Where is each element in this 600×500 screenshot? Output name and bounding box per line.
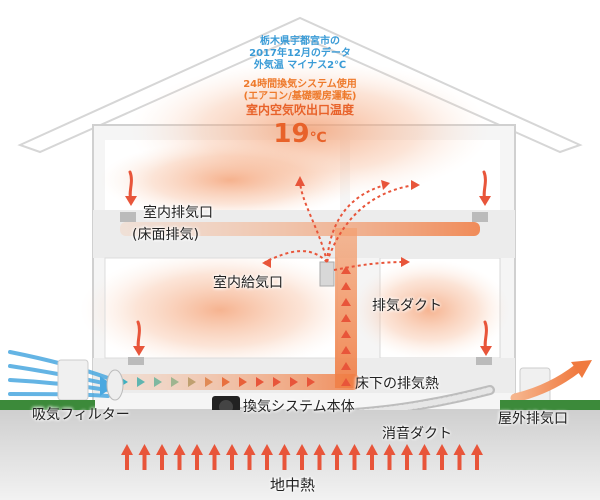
warm-glow-lower: [80, 250, 360, 370]
info-outlet-temp: 19℃: [233, 118, 367, 149]
exhaust-grille-right: [472, 212, 488, 222]
ground-heat-arrow-shaft: [300, 454, 304, 470]
label-exhaust-duct: 排気ダクト: [372, 298, 442, 314]
ground-heat-arrow-head: [226, 444, 238, 455]
label-silencer-duct: 消音ダクト: [382, 426, 452, 442]
house-roof: [17, 16, 583, 154]
ground-heat-arrow-head: [138, 444, 151, 455]
outdoor-exhaust-arrow: [510, 363, 583, 403]
label-underfloor-heat: 床下の排気熱: [355, 376, 439, 392]
label-intake-filter: 吸気フィルター: [32, 407, 130, 423]
upper-duct: [120, 222, 480, 236]
ground-heat-arrow-shaft: [160, 454, 164, 470]
ground-heat-arrow-shaft: [440, 454, 444, 470]
ground-heat-arrow-head: [191, 444, 203, 455]
label-floor-exhaust: (床面排気): [132, 227, 199, 243]
ground-heat-arrow-shaft: [142, 454, 147, 470]
outdoor-exhaust-box-left: [57, 359, 89, 401]
ground-heat-arrows: [121, 444, 483, 470]
underfloor-flow-markers: [120, 377, 315, 387]
label-ground-heat: 地中熱: [270, 476, 316, 494]
ground-heat-arrow-shaft: [352, 454, 357, 470]
supply-airflow-arrows: [264, 179, 416, 271]
ground-heat-arrow-shaft: [370, 454, 374, 470]
ground-heat-arrow-head: [261, 444, 273, 455]
grass-right: [500, 400, 600, 410]
ground-heat-arrow-head: [156, 444, 168, 455]
temp-value: 19: [273, 118, 310, 149]
label-outdoor-exhaust: 屋外排気口: [498, 411, 568, 427]
outdoor-exhaust-arrowhead: [571, 360, 592, 378]
ground-heat-arrow-shaft: [125, 454, 129, 470]
ground-heat-arrow-shaft: [335, 454, 339, 470]
ground-heat-arrow-head: [243, 444, 256, 455]
label-indoor-supply: 室内給気口: [213, 275, 283, 291]
temp-unit: ℃: [309, 129, 327, 146]
warm-glow-right: [350, 260, 510, 360]
ground-heat-arrow-shaft: [195, 454, 199, 470]
indoor-supply-outlet: [319, 261, 335, 287]
ground-heat-arrow-shaft: [247, 454, 252, 470]
ground-heat-arrow-head: [471, 444, 483, 455]
ground-heat-arrow-head: [173, 444, 186, 455]
ground-heat-arrow-head: [208, 444, 221, 455]
ground-heat-arrow-shaft: [265, 454, 269, 470]
ground-heat-arrow-head: [418, 444, 431, 455]
supply-arrow-heads: [262, 176, 420, 268]
ground-heat-arrow-shaft: [282, 454, 287, 470]
ground-heat-arrow-shaft: [457, 454, 462, 470]
ground-heat-arrow-shaft: [475, 454, 479, 470]
underfloor-duct: [105, 374, 360, 390]
exhaust-grille-left: [120, 212, 136, 222]
intake-filter: [106, 369, 124, 401]
ground-heat-arrow-head: [366, 444, 378, 455]
ground-heat-arrow-shaft: [230, 454, 234, 470]
info-outlet-label: 室内空気吹出口温度: [245, 102, 354, 117]
ground-heat-arrow-head: [348, 444, 361, 455]
ground-heat-arrow-shaft: [177, 454, 182, 470]
info-date: 2017年12月のデータ: [249, 48, 351, 60]
ground-heat-arrow-head: [296, 444, 308, 455]
info-operation: (エアコン/基礎暖房運転): [243, 90, 357, 102]
exhaust-grille-lower-right: [476, 357, 492, 365]
ground-heat-arrow-head: [278, 444, 291, 455]
info-system: 24時間換気システム使用: [243, 78, 357, 90]
ground-heat-arrow-shaft: [387, 454, 392, 470]
ground-heat-arrow-head: [436, 444, 448, 455]
ground-heat-arrow-head: [331, 444, 343, 455]
ground-heat-arrow-shaft: [212, 454, 217, 470]
label-indoor-exhaust: 室内排気口: [143, 205, 213, 221]
exhaust-grille-lower-left: [128, 357, 144, 365]
ground-heat-arrow-head: [453, 444, 466, 455]
exhaust-intake-arrow-heads: [125, 196, 492, 356]
ground-heat-arrow-shaft: [317, 454, 322, 470]
climate-info: 栃木県宇都宮市の 2017年12月のデータ 外気温 マイナス2℃ 24時間換気シ…: [233, 36, 367, 148]
duct-upflow-markers: [341, 266, 351, 386]
info-outdoor-temp: 外気温 マイナス2℃: [253, 60, 347, 72]
ground-heat-arrow-head: [313, 444, 326, 455]
info-location: 栃木県宇都宮市の: [260, 36, 340, 47]
house: [17, 16, 583, 411]
ground-heat-arrow-head: [383, 444, 396, 455]
ground-heat-arrow-head: [121, 444, 133, 455]
ground-heat-arrow-shaft: [422, 454, 427, 470]
warm-glow-upper: [100, 140, 360, 220]
ground-heat-arrow-head: [401, 444, 413, 455]
grass-left: [0, 400, 95, 410]
ground-heat-arrow-shaft: [405, 454, 409, 470]
label-system-unit: 換気システム本体: [243, 399, 355, 415]
